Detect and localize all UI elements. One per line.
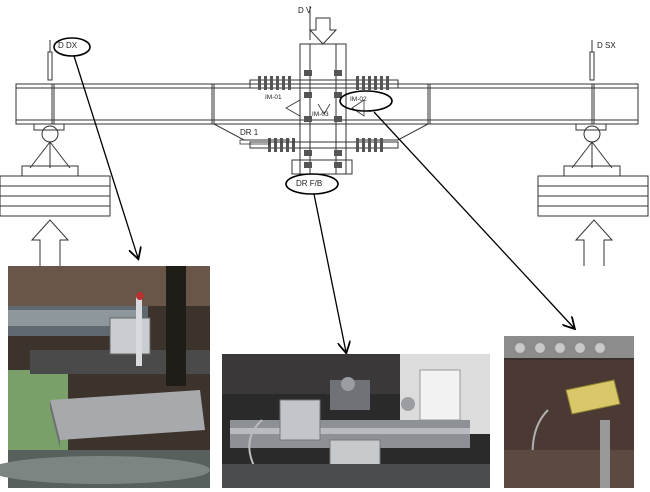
im02-highlight-ellipse (339, 90, 393, 112)
label-top-v: D V (298, 6, 312, 15)
dr1-transducer (239, 139, 300, 145)
left-top-transducer (47, 40, 53, 81)
vertical-load-arrow (308, 6, 338, 45)
inclinometer-markers (285, 99, 365, 117)
dx-highlight-ellipse (53, 37, 91, 57)
label-top-dx: D DX (58, 41, 78, 50)
label-top-sx: D SX (597, 41, 616, 50)
right-top-transducer (589, 40, 595, 81)
right-support (537, 123, 649, 266)
arrow-to-right-photo (373, 111, 574, 328)
label-im03: IM-03 (312, 111, 329, 118)
label-im01: IM-01 (265, 94, 282, 101)
bolts-bottom (268, 138, 383, 168)
label-drfb: DR F/B (296, 179, 323, 188)
photo-left (0, 266, 210, 488)
arrow-to-left-photo (73, 55, 138, 258)
label-dr1: DR 1 (240, 128, 259, 137)
drfb-highlight-ellipse (285, 173, 339, 195)
photo-right (504, 336, 634, 488)
label-im02: IM-02 (350, 96, 367, 103)
arrow-to-center-photo (313, 193, 346, 352)
bolts-top (258, 70, 389, 122)
left-support (0, 123, 111, 266)
photo-center (222, 354, 490, 488)
